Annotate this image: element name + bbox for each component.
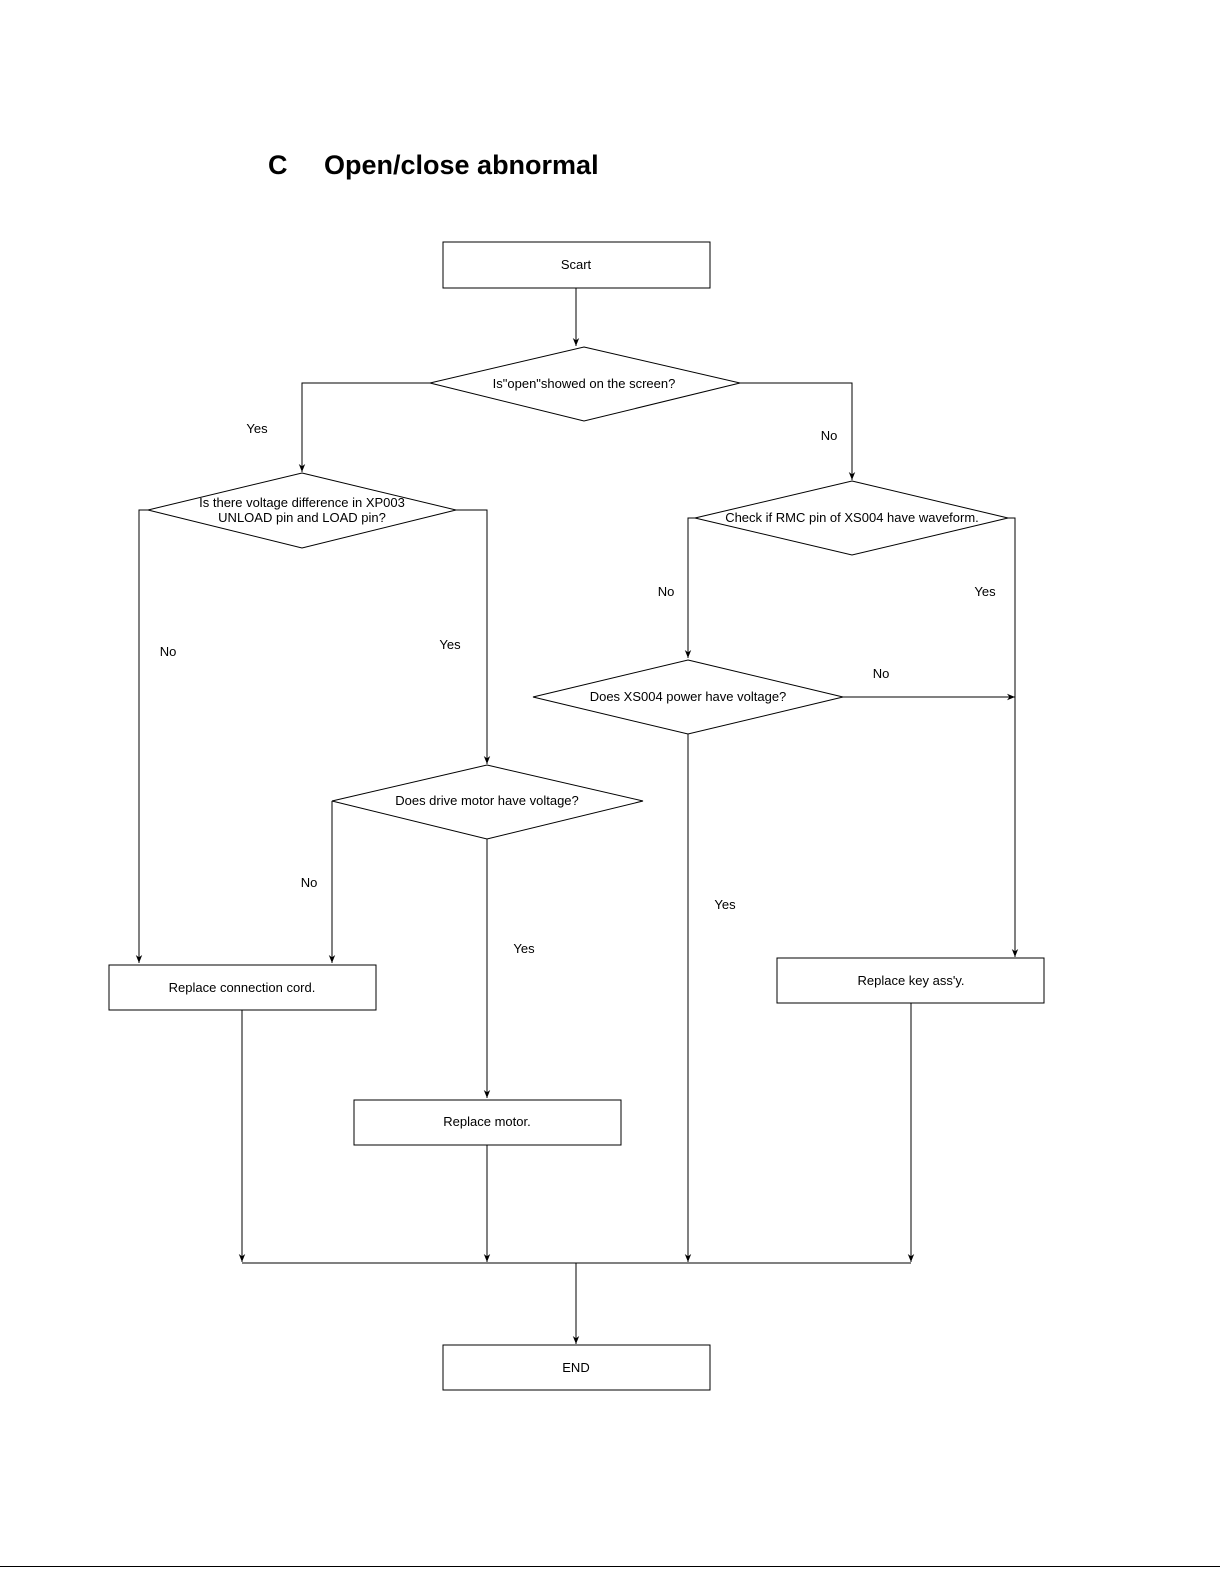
decision-xs004-power: Does XS004 power have voltage? <box>532 659 844 735</box>
decision-voltage-difference-line1: Is there voltage difference in XP003 <box>199 495 405 510</box>
label-voltage-no: No <box>160 644 177 659</box>
branch-labels: Yes No No Yes No Yes No Yes No Yes <box>160 421 996 956</box>
label-motor-no: No <box>301 875 318 890</box>
label-open-no: No <box>821 428 838 443</box>
node-replace-cord: Replace connection cord. <box>108 964 377 1011</box>
label-rmc-no: No <box>658 584 675 599</box>
decision-xs004-power-label: Does XS004 power have voltage? <box>590 689 787 704</box>
decision-rmc-waveform: Check if RMC pin of XS004 have waveform. <box>694 480 1009 556</box>
node-replace-key-label: Replace key ass'y. <box>857 973 964 988</box>
node-replace-key: Replace key ass'y. <box>776 957 1045 1004</box>
label-rmc-yes: Yes <box>974 584 996 599</box>
node-start: Scart <box>442 241 711 289</box>
decision-voltage-difference-line2: UNLOAD pin and LOAD pin? <box>218 510 386 525</box>
edge-voltage-yes <box>456 509 491 764</box>
page-heading: C Open/close abnormal <box>268 150 599 181</box>
node-start-label: Scart <box>561 257 592 272</box>
decision-open-shown-label: Is"open"showed on the screen? <box>493 376 676 391</box>
edge-rmc-yes <box>1008 517 1019 957</box>
edge-rmc-no <box>684 517 695 658</box>
decision-drive-motor: Does drive motor have voltage? <box>331 764 644 840</box>
decision-voltage-difference: Is there voltage difference in XP003 UNL… <box>147 472 457 549</box>
heading-title: Open/close abnormal <box>324 150 599 180</box>
node-replace-motor-label: Replace motor. <box>443 1114 530 1129</box>
label-power-yes: Yes <box>714 897 736 912</box>
label-power-no: No <box>873 666 890 681</box>
edge-open-no <box>740 382 856 480</box>
node-end-label: END <box>562 1360 589 1375</box>
node-replace-cord-label: Replace connection cord. <box>169 980 316 995</box>
connectors <box>135 288 1019 1344</box>
label-voltage-yes: Yes <box>439 637 461 652</box>
decision-drive-motor-label: Does drive motor have voltage? <box>395 793 579 808</box>
edge-voltage-no <box>135 509 148 963</box>
decision-open-shown: Is"open"showed on the screen? <box>429 346 741 422</box>
decision-rmc-waveform-label: Check if RMC pin of XS004 have waveform. <box>725 510 979 525</box>
label-motor-yes: Yes <box>513 941 535 956</box>
heading-letter: C <box>268 150 288 180</box>
label-open-yes: Yes <box>246 421 268 436</box>
node-end: END <box>442 1344 711 1391</box>
edge-open-yes <box>298 382 430 472</box>
node-replace-motor: Replace motor. <box>353 1099 622 1146</box>
bottom-rule <box>0 1566 1220 1567</box>
